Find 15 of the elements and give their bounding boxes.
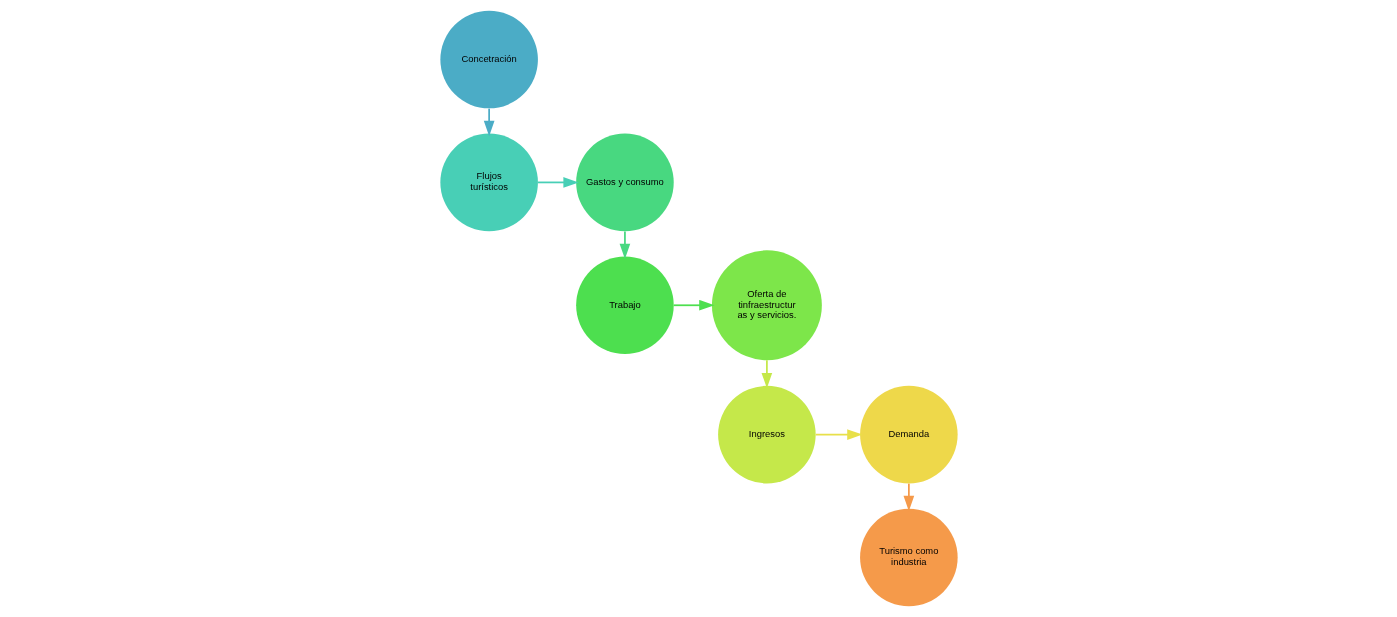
node-circle: Demanda	[859, 385, 958, 484]
arrow	[903, 482, 914, 512]
arrow	[814, 429, 862, 440]
node-circle: Ingresos	[717, 385, 816, 484]
arrow	[536, 177, 579, 188]
arrow	[672, 299, 714, 311]
arrow	[761, 359, 772, 389]
node-circle: Gastos y consumo	[575, 133, 674, 232]
node-circle: Trabajo	[575, 256, 674, 355]
arrow	[619, 230, 630, 259]
node-circle: Flujos turísticos	[439, 133, 538, 232]
node-circle: Concetración	[439, 10, 538, 109]
node-circle: Oferta de tinfraestructur as y servicios.	[711, 250, 822, 361]
node-circle: Turismo como industria	[859, 508, 958, 607]
arrow	[483, 107, 494, 137]
